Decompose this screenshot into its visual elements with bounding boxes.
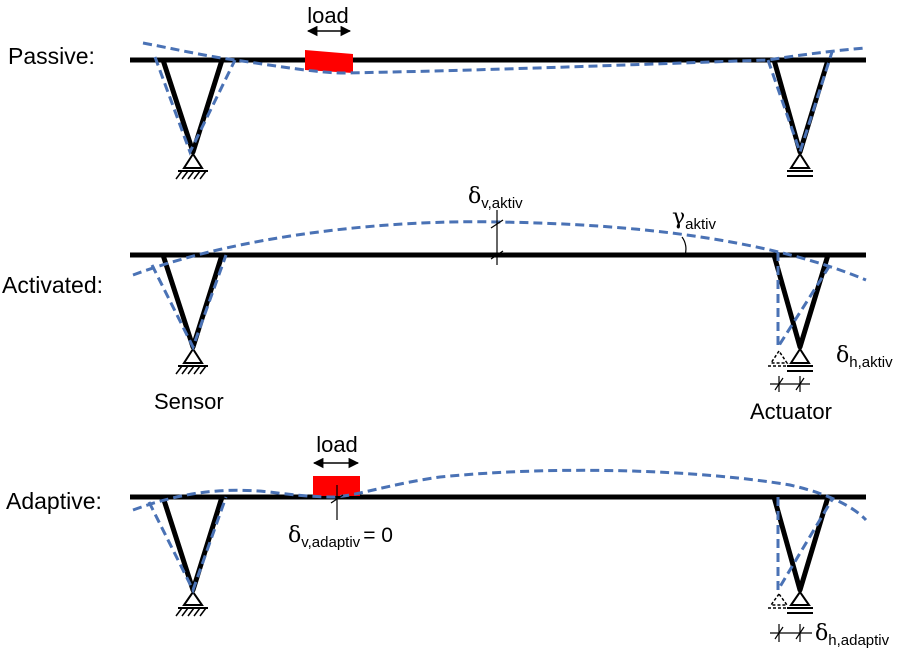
sensor-label: Sensor — [154, 389, 224, 414]
passive-row: Passive: load — [8, 3, 866, 180]
displaced-support-ghost — [768, 592, 791, 609]
delta-h-aktiv-marker — [770, 376, 810, 392]
right-strut — [771, 59, 831, 155]
load-label: load — [307, 3, 349, 28]
delta-v-aktiv-marker — [490, 210, 504, 265]
delta-h-adaptiv-label: δh,adaptiv — [815, 621, 890, 649]
left-strut — [160, 59, 225, 155]
fixed-support-left — [175, 152, 208, 180]
gamma-angle-arc — [681, 236, 687, 256]
adaptive-label: Adaptive: — [6, 488, 102, 514]
fixed-support-left — [175, 347, 208, 375]
adaptive-row: Adaptive: load — [6, 432, 890, 649]
gamma-aktiv-label: γaktiv — [672, 205, 716, 233]
passive-label: Passive: — [8, 43, 95, 69]
delta-v-adaptiv-marker — [330, 485, 344, 520]
roller-support-right — [787, 347, 813, 372]
displaced-support-ghost — [768, 349, 791, 367]
deflected-shape — [132, 220, 867, 353]
fixed-support-left — [175, 590, 208, 617]
deflected-shape — [142, 41, 866, 157]
deflected-shape — [132, 468, 868, 596]
right-strut — [771, 496, 831, 593]
right-strut — [771, 254, 831, 350]
left-strut — [160, 496, 225, 593]
roller-support-right — [787, 590, 813, 614]
activated-row: Activated: — [2, 184, 893, 424]
delta-v-adaptiv-label: δv,adaptiv= 0 — [288, 523, 393, 551]
roller-support-right — [787, 152, 813, 177]
delta-v-aktiv-label: δv,aktiv — [468, 184, 523, 212]
activated-label: Activated: — [2, 272, 103, 298]
load-label: load — [316, 432, 358, 457]
actuator-label: Actuator — [750, 399, 832, 424]
delta-h-aktiv-label: δh,aktiv — [836, 343, 893, 371]
delta-h-adaptiv-marker — [770, 624, 812, 642]
left-strut — [160, 254, 225, 350]
load-block — [305, 50, 353, 73]
